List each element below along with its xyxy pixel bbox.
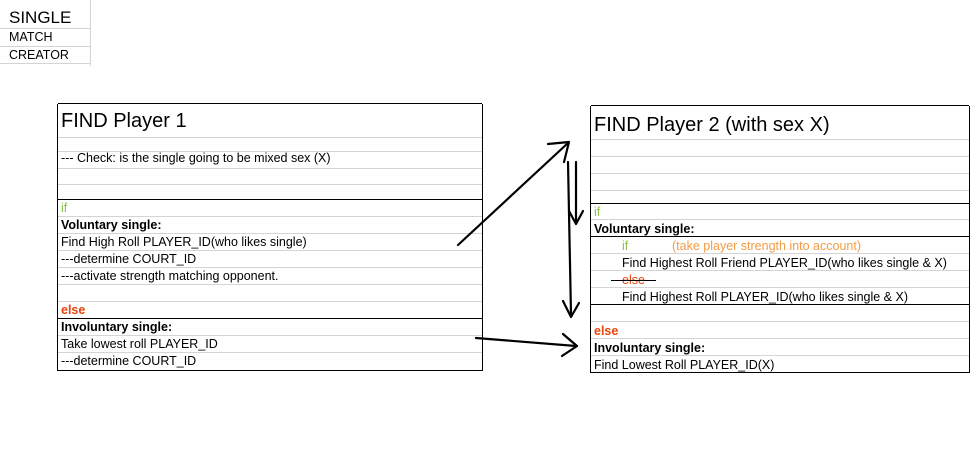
row [58, 234, 482, 251]
player2-title: FIND Player 2 (with sex X) [594, 114, 830, 136]
row [58, 302, 482, 319]
row [591, 204, 969, 220]
row [58, 319, 482, 336]
row [591, 174, 969, 191]
row [591, 339, 969, 356]
player1-involuntary-line1: Take lowest roll PLAYER_ID [61, 337, 218, 351]
player2-involuntary-label: Involuntary single: [594, 341, 706, 355]
player2-if-keyword: if [594, 205, 601, 219]
player1-involuntary-label: Involuntary single: [61, 320, 173, 334]
panel-top-border [591, 105, 969, 106]
player1-check: --- Check: is the single going to be mix… [61, 151, 331, 165]
row [58, 104, 482, 138]
player1-if-keyword: if [61, 201, 68, 215]
player2-friend-line: Find Highest Roll Friend PLAYER_ID(who l… [622, 256, 947, 270]
row [591, 220, 969, 237]
player1-voluntary-label: Voluntary single: [61, 218, 162, 232]
arrow-down-long [566, 160, 573, 317]
player1-panel: FIND Player 1 --- Check: is the single g… [57, 103, 483, 371]
row [591, 140, 969, 157]
arrow-voluntary [456, 141, 570, 247]
player1-voluntary-line3: ---activate strength matching opponent. [61, 269, 279, 283]
player2-else-keyword: else [594, 324, 619, 338]
header-subtitle-creator: CREATOR [9, 48, 69, 62]
player1-else-keyword: else [61, 303, 86, 317]
arrowhead [546, 140, 571, 164]
player2-highest-line: Find Highest Roll PLAYER_ID(who likes si… [622, 290, 908, 304]
grid-line [90, 0, 91, 66]
player1-voluntary-line2: ---determine COURT_ID [61, 252, 197, 266]
player2-panel: FIND Player 2 (with sex X) if Voluntary … [590, 105, 970, 373]
row [591, 271, 969, 288]
row [591, 305, 969, 322]
row [58, 353, 482, 371]
row [58, 217, 482, 234]
row [58, 185, 482, 200]
row [58, 200, 482, 217]
arrowhead [567, 209, 585, 226]
row [591, 356, 969, 373]
row [58, 336, 482, 353]
arrow-involuntary [474, 336, 578, 348]
player2-lowest-line: Find Lowest Roll PLAYER_ID(X) [594, 358, 775, 372]
row [58, 268, 482, 285]
arrowhead [561, 299, 581, 319]
row [58, 138, 482, 152]
row [591, 157, 969, 174]
player1-voluntary-line1: Find High Roll PLAYER_ID(who likes singl… [61, 235, 307, 249]
player1-title: FIND Player 1 [61, 110, 187, 132]
row [58, 169, 482, 185]
row [591, 322, 969, 339]
row [58, 152, 482, 169]
player1-involuntary-line2: ---determine COURT_ID [61, 354, 197, 368]
header-title: SINGLE [9, 8, 72, 27]
header-subtitle-match: MATCH [9, 30, 53, 44]
player2-inner-if-keyword: if [622, 239, 629, 253]
player2-inner-note: (take player strength into account) [672, 239, 861, 253]
player2-voluntary-label: Voluntary single: [594, 222, 695, 236]
grid-line [0, 28, 90, 29]
row [591, 254, 969, 271]
row [58, 285, 482, 302]
grid-line [0, 63, 90, 64]
row [58, 251, 482, 268]
row [591, 191, 969, 204]
row [591, 288, 969, 305]
row [591, 237, 969, 254]
strike-dash [611, 280, 656, 281]
row [591, 106, 969, 140]
arrowhead [560, 332, 579, 358]
grid-line [0, 46, 90, 47]
panel-top-border [58, 103, 482, 104]
